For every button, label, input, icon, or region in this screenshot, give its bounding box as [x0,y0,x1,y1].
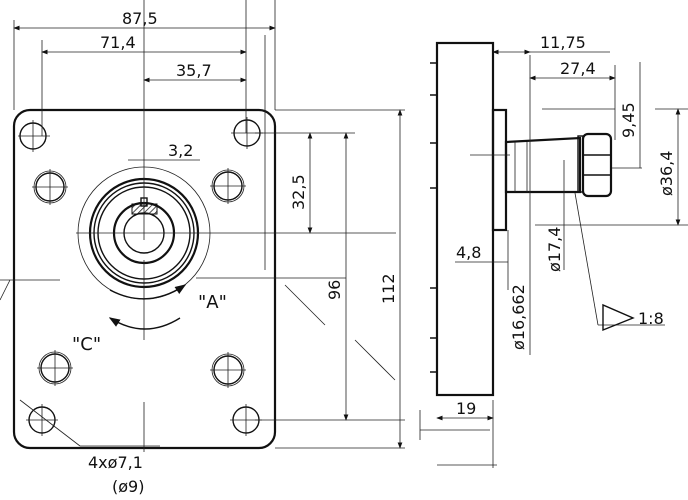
taper-symbol-icon [602,303,635,332]
hole-centerlines [18,117,263,436]
rotation-c-arrow [108,317,181,330]
shaft-key [131,203,158,215]
dim-27-4: 27,4 [560,59,596,78]
dim-96: 96 [325,280,344,300]
dim-19: 19 [456,399,476,418]
centerlines [0,0,405,452]
dim-11-75: 11,75 [540,33,586,52]
front-view: 87,5 71,4 35,7 3,2 32,5 96 112 "A" "C" 4… [0,0,405,496]
hole-spec: 4xø7,1 [88,453,143,472]
dim-17-4: ø17,4 [545,227,564,272]
rotation-a-label: "A" [198,292,227,313]
front-dimension-lines [13,20,403,449]
dim-4-8: 4,8 [456,243,481,262]
dim-35-7: 35,7 [176,61,212,80]
mounting-plate [12,108,277,450]
taper-ratio: 1:8 [638,309,664,328]
nut [577,132,613,198]
pump-body [435,41,495,397]
dim-9-45: 9,45 [619,102,638,138]
dim-87-5: 87,5 [122,9,158,28]
dim-16-662: ø16,662 [509,284,528,350]
rotation-a-arrow [109,284,187,300]
rotation-c-label: "C" [72,334,101,355]
flange [491,108,508,232]
dim-71-4: 71,4 [100,33,136,52]
side-dimension-lines [419,49,688,468]
dim-112: 112 [379,273,398,304]
dim-36-4: ø36,4 [657,151,676,196]
shaft [504,136,582,194]
dim-32-5: 32,5 [289,174,308,210]
body-ticks [430,62,437,373]
hole-spec-alt: (ø9) [112,477,144,496]
side-view: 11,75 27,4 9,45 ø36,4 4,8 ø16,662 ø17,4 … [419,33,688,468]
dim-3-2: 3,2 [168,141,193,160]
